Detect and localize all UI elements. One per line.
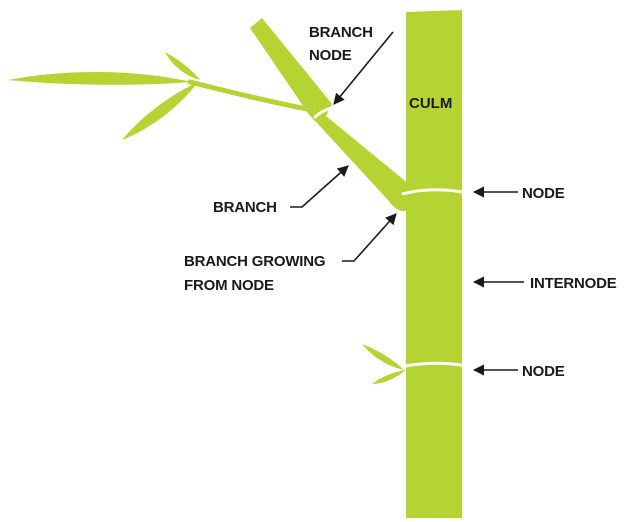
leaf-upper xyxy=(165,52,200,80)
label-internode: INTERNODE xyxy=(530,275,617,292)
culm-node-lower xyxy=(395,361,467,370)
label-node-upper: NODE xyxy=(522,185,565,202)
culm-shape xyxy=(406,10,462,518)
arrow-branch-growing xyxy=(342,213,397,262)
label-branch-growing-line1: BRANCH GROWING xyxy=(184,253,325,270)
label-culm: CULM xyxy=(409,95,452,112)
branch-shape xyxy=(250,18,413,212)
label-branch: BRANCH xyxy=(213,199,277,216)
leaf-cluster-top xyxy=(8,52,200,140)
culm-node-upper xyxy=(401,188,467,196)
label-node-lower: NODE xyxy=(522,363,565,380)
arrow-branch xyxy=(290,165,349,208)
label-branch-growing-line2: FROM NODE xyxy=(184,277,274,294)
leaf-long xyxy=(8,72,192,85)
leaf-lower xyxy=(122,82,198,140)
leaf-cluster-bottom xyxy=(362,344,406,384)
small-leaf-lower xyxy=(372,370,406,384)
label-branch-node-line1: BRANCH xyxy=(309,24,373,41)
label-branch-node-line2: NODE xyxy=(309,47,352,64)
branch-node-ring xyxy=(312,106,335,120)
small-leaf-upper xyxy=(362,344,404,370)
arrow-branch-node xyxy=(333,31,394,105)
